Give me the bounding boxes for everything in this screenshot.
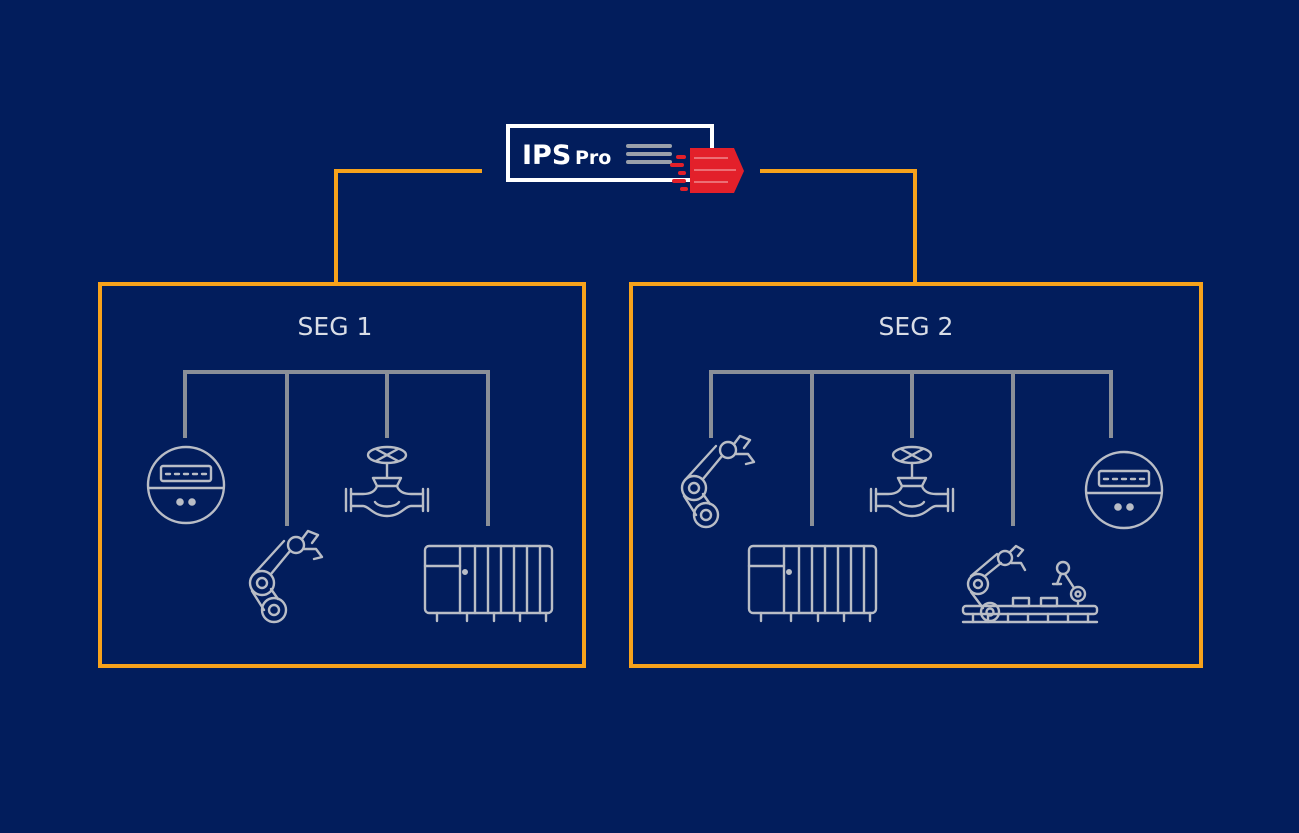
meter-icon (146, 445, 226, 525)
plc-rack-icon (423, 544, 554, 623)
speed-shield-icon (670, 148, 744, 193)
ips-pro-appliance: IPS Pro (506, 124, 744, 193)
valve-icon (344, 445, 430, 518)
meter-icon (1084, 450, 1164, 530)
segment-1: SEG 1 (98, 282, 586, 668)
assembly-line-icon (961, 544, 1099, 624)
product-edition: Pro (575, 147, 611, 169)
segment-2-label: SEG 2 (879, 312, 954, 341)
segment-2-bus (709, 370, 1113, 526)
segment-2-border (629, 282, 1203, 668)
link-seg-2 (760, 169, 917, 284)
segment-1-bus (183, 370, 490, 526)
product-name: IPS (522, 140, 571, 171)
segment-1-label: SEG 1 (298, 312, 373, 341)
segment-1-border (98, 282, 586, 668)
robot-arm-icon (248, 529, 324, 624)
plc-rack-icon (747, 544, 878, 623)
valve-icon (869, 445, 955, 518)
menu-lines-icon (626, 144, 672, 164)
segment-2: SEG 2 (629, 282, 1203, 668)
robot-arm-icon (680, 434, 756, 529)
link-seg-1 (334, 169, 482, 284)
